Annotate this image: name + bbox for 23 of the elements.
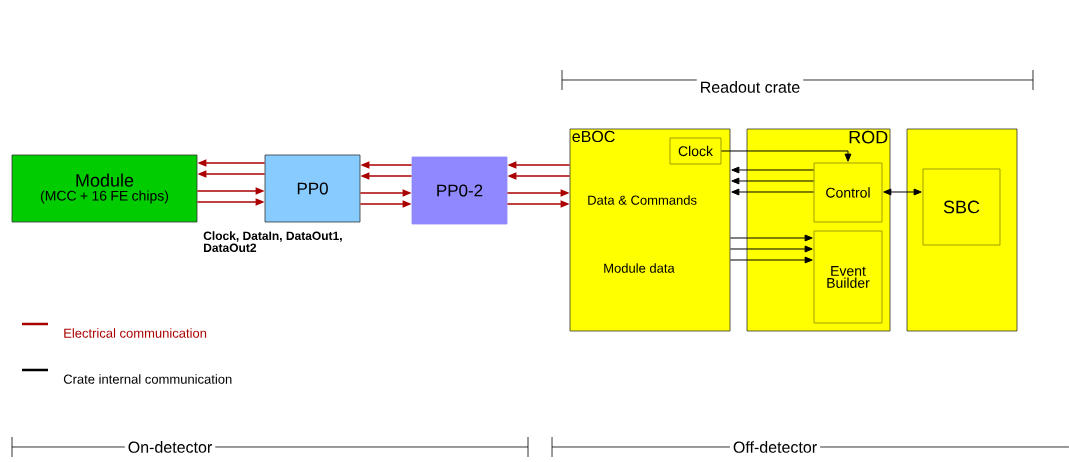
section-label: Readout crate xyxy=(696,78,804,96)
arrow xyxy=(731,177,815,185)
arrow xyxy=(731,188,815,196)
arrow xyxy=(731,166,815,174)
arrow xyxy=(729,245,813,253)
control-box: Control xyxy=(813,162,883,223)
signal-label: Module data xyxy=(604,263,675,273)
section-label: On-detector xyxy=(124,438,216,456)
event-builder-box: Event Builder xyxy=(813,230,883,324)
patch-panel-box: PP0-2 xyxy=(411,156,508,225)
arrow xyxy=(720,150,852,162)
arrow xyxy=(883,188,922,196)
clock-box: Clock xyxy=(669,137,722,165)
patch-panel-box: PP0 xyxy=(264,154,361,223)
arrow xyxy=(729,256,813,264)
module-box: Module (MCC + 16 FE chips) xyxy=(11,154,198,223)
signal-label: Data & Commands xyxy=(588,195,697,205)
section-label: Off-detector xyxy=(729,438,821,456)
legend-text: Electrical communication xyxy=(64,328,207,338)
legend-text: Crate internal communication xyxy=(63,374,232,384)
sbc-box: SBC xyxy=(922,168,1001,246)
signal-label: Clock, DataIn, DataOut1, DataOut2 xyxy=(203,231,342,252)
arrow xyxy=(729,234,813,242)
